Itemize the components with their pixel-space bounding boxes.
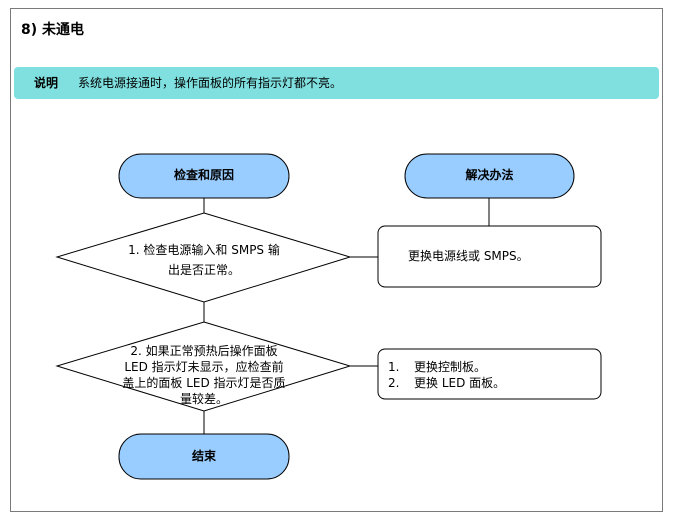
solution-header-label: 解决办法 [465, 168, 514, 182]
list-item-number: 1. [388, 360, 400, 374]
content-frame [10, 8, 663, 512]
end-terminal [118, 433, 290, 480]
note-label: 说明 [34, 76, 59, 90]
solution1-text: 更换电源线或 SMPS。 [408, 249, 529, 263]
decision1-line: 1. 检查电源输入和 SMPS 输 [128, 243, 280, 257]
start-terminal [118, 153, 290, 199]
decision2-line: 2. 如果正常预热后操作面板 [130, 344, 278, 358]
section-title: 8) 未通电 [21, 22, 85, 38]
solution1-box [377, 225, 602, 288]
solution-header-terminal [404, 153, 575, 199]
decision1-diamond [55, 212, 352, 303]
list-item-number: 2. [388, 376, 400, 390]
list-item-label: 更换 LED 面板。 [414, 376, 506, 390]
decision2-line: LED 指示灯未显示，应检查前 [124, 360, 284, 374]
note-text: 系统电源接通时，操作面板的所有指示灯都不亮。 [78, 76, 343, 90]
decision2-diamond [55, 321, 352, 412]
solution2-box [377, 348, 602, 400]
decision2-line: 盖上的面板 LED 指示灯是否质 [122, 376, 286, 390]
decision1-line: 出是否正常。 [167, 263, 240, 277]
start-label: 检查和原因 [173, 168, 234, 182]
note-bar: 说明 系统电源接通时，操作面板的所有指示灯都不亮。 [14, 67, 659, 99]
list-item-label: 更换控制板。 [414, 360, 487, 374]
decision2-line: 量较差。 [179, 392, 228, 406]
end-label: 结束 [191, 449, 216, 463]
